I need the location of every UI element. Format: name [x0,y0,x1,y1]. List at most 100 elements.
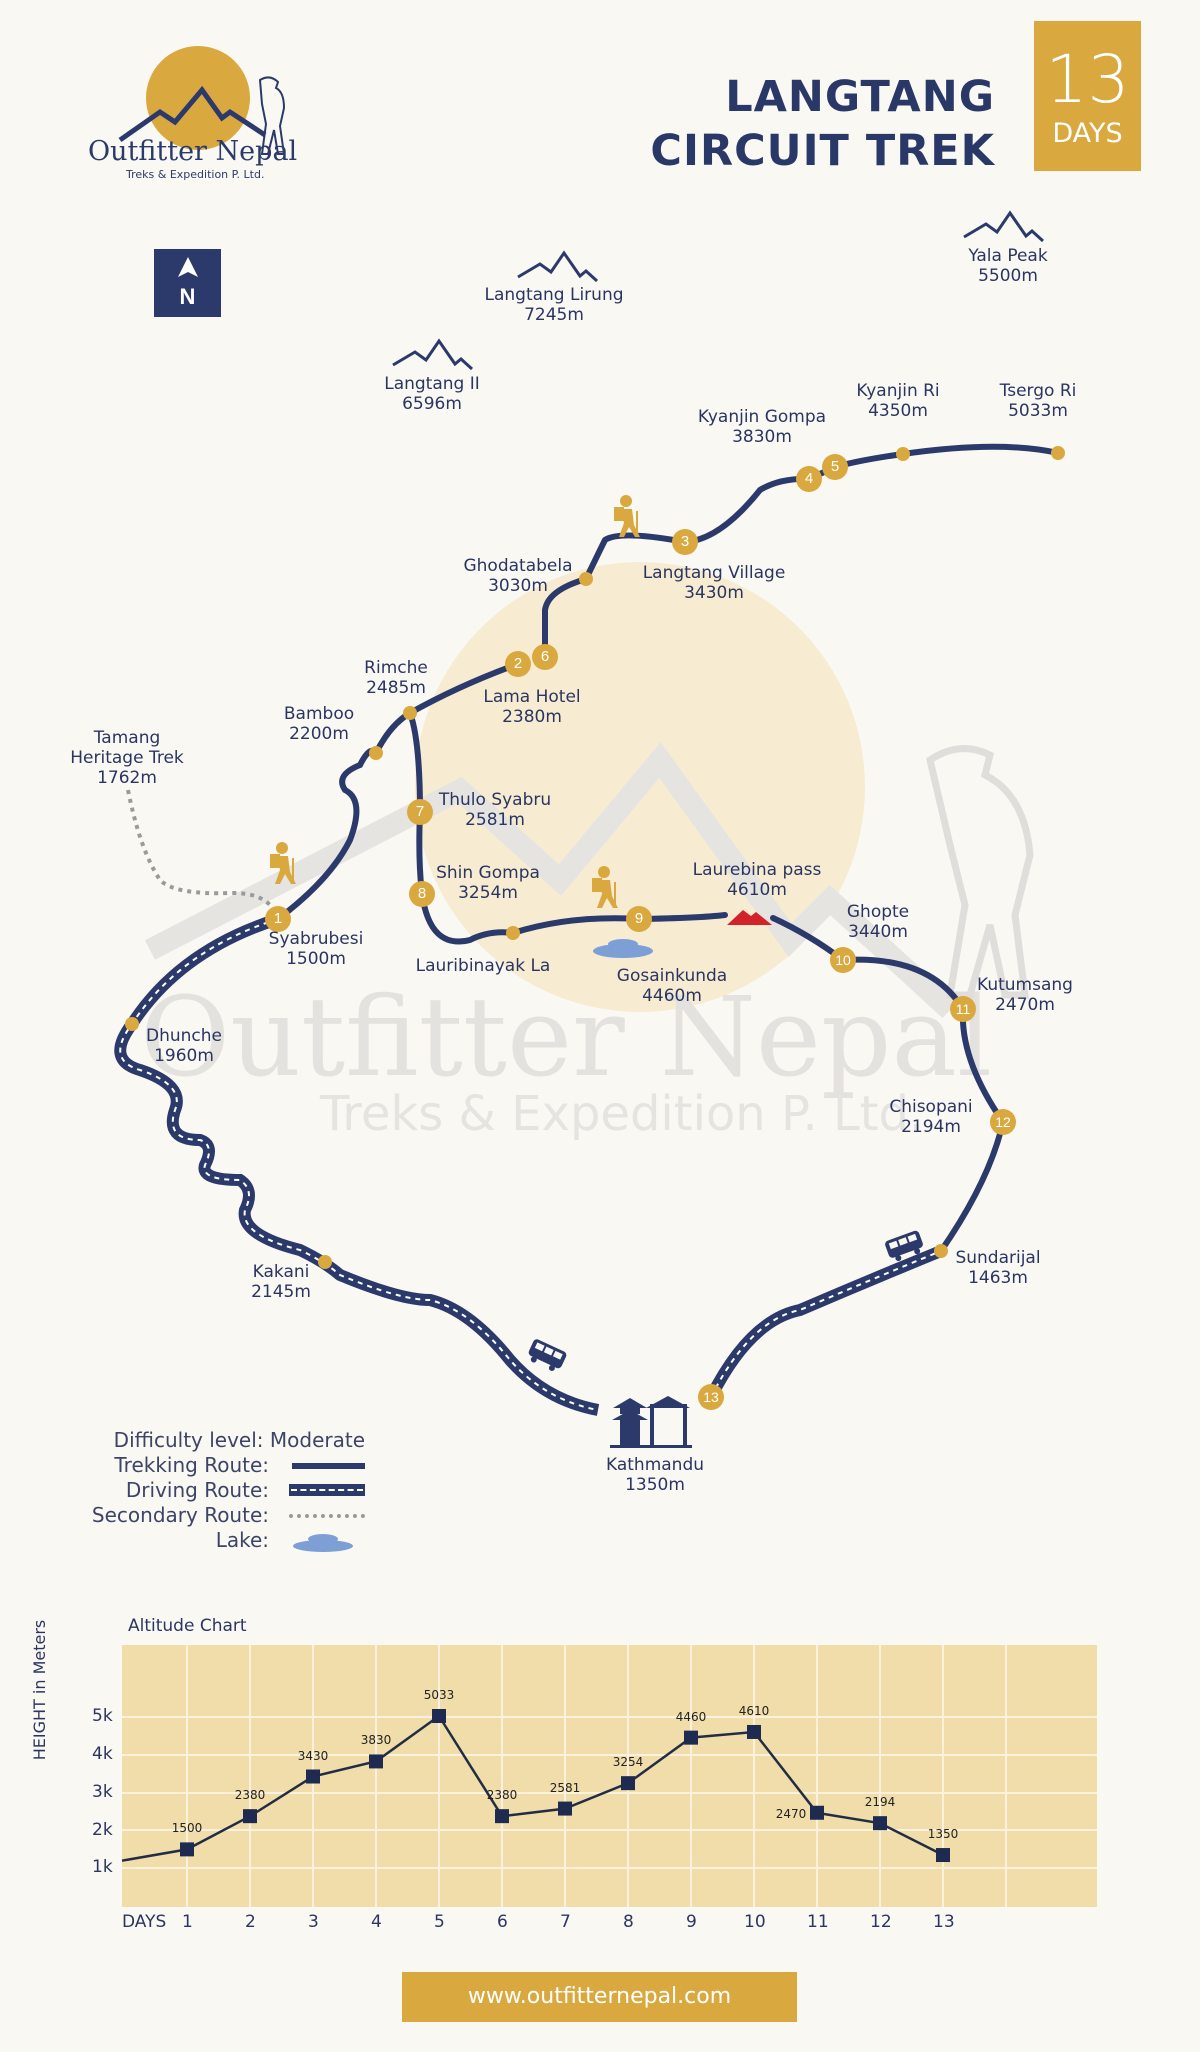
legend-trekking: Trekking Route: [114,1453,269,1477]
logo-tagline: Treks & Expedition P. Ltd. [126,168,265,181]
chart-point-label: 2581 [549,1780,581,1795]
chart-point-marker [936,1848,950,1863]
legend-driving-swatch [289,1484,365,1496]
chart-point-marker [621,1776,635,1791]
day-marker: 6 [532,644,558,670]
chart-line [121,1714,944,1862]
day-marker: 2 [505,651,531,677]
chart-point-marker [810,1805,824,1820]
chart-point-label: 5033 [423,1688,455,1702]
chart-point-marker [747,1724,761,1739]
chart-point-marker [243,1809,257,1824]
chart-point-label: 2194 [864,1795,896,1810]
chart-point-marker [369,1754,383,1769]
legend-lake: Lake: [215,1528,269,1552]
chart-x-tick: 3 [308,1912,319,1932]
chart-x-tick: 11 [807,1912,829,1932]
chart-x-tick: 5 [434,1912,445,1932]
title-line-2: CIRCUIT TREK [650,126,995,176]
trek-map: Outfitter Nepal Treks & Expedition P. Lt… [114,210,1065,1448]
chart-x-tick: 4 [371,1912,382,1932]
chart-x-tick: 7 [560,1912,571,1932]
chart-point-label: 2380 [486,1788,518,1803]
chart-x-tick: 12 [870,1912,892,1932]
altitude-chart [121,1645,1097,1907]
logo-mountain-sun-icon [118,46,286,155]
days-label: DAYS [1052,118,1123,149]
chart-y-tick: 2k [92,1819,113,1840]
chart-x-tick: 9 [686,1912,697,1932]
day-marker: 12 [990,1109,1016,1135]
chart-point-label: 1500 [171,1821,203,1836]
day-marker: 10 [830,947,856,973]
legend-secondary-swatch [289,1514,365,1518]
watermark-mountain [144,742,958,1019]
watermark-tagline: Treks & Expedition P. Ltd. [319,1086,924,1142]
chart-y-tick: 3k [92,1781,113,1802]
north-arrow-icon [177,257,198,277]
compass-label: N [179,284,196,309]
chart-point-label: 3254 [612,1755,644,1770]
watermark-text: Outfitter Nepal [140,973,992,1101]
logo-name: Outfitter Nepal [88,136,298,167]
chart-point-label: 4460 [675,1709,707,1724]
bus-icon [528,1230,923,1371]
legend-trekking-swatch [292,1463,365,1469]
day-marker: 11 [950,996,976,1022]
chart-x-tick: 6 [497,1912,508,1932]
mountain-icon [392,210,1045,371]
chart-x-tick: 10 [744,1912,766,1932]
chart-point-label: 3830 [360,1733,392,1748]
day-marker: 1 [265,906,291,932]
website-link[interactable]: www.outfitternepal.com [402,1972,797,2022]
chart-markers [180,1709,950,1863]
day-marker: 7 [407,799,433,825]
chart-title: Altitude Chart [128,1616,247,1636]
title-line-1: LANGTANG [725,72,995,122]
chart-point-label: 1350 [927,1827,959,1842]
legend-driving: Driving Route: [125,1478,269,1502]
chart-x-tick: 1 [182,1912,193,1932]
temple-icon [610,1396,692,1448]
legend: Difficulty level: Moderate Trekking Rout… [60,1428,365,1553]
days-badge: 13 DAYS [1034,21,1141,171]
legend-difficulty: Difficulty level: Moderate [113,1428,365,1452]
chart-y-tick: 5k [92,1706,113,1727]
legend-secondary: Secondary Route: [91,1503,269,1527]
chart-x-tick: 13 [933,1912,955,1932]
day-marker: 5 [822,454,848,480]
day-marker: 9 [626,906,652,932]
chart-x-label: DAYS [122,1912,167,1932]
legend-lake-icon [293,1534,353,1552]
chart-point-marker [684,1730,698,1745]
chart-y-tick: 1k [92,1857,113,1878]
chart-point-marker [558,1801,572,1816]
pass-icon [727,910,772,925]
watermark-hiker [926,745,1034,999]
day-marker: 8 [409,881,435,907]
chart-x-tick: 8 [623,1912,634,1932]
hiker-icon [270,495,640,908]
chart-point-marker [873,1816,887,1831]
chart-point-label: 3430 [297,1748,329,1763]
page-title: LANGTANG CIRCUIT TREK [650,70,995,178]
days-number: 13 [1045,41,1130,118]
day-marker: 13 [698,1384,724,1410]
